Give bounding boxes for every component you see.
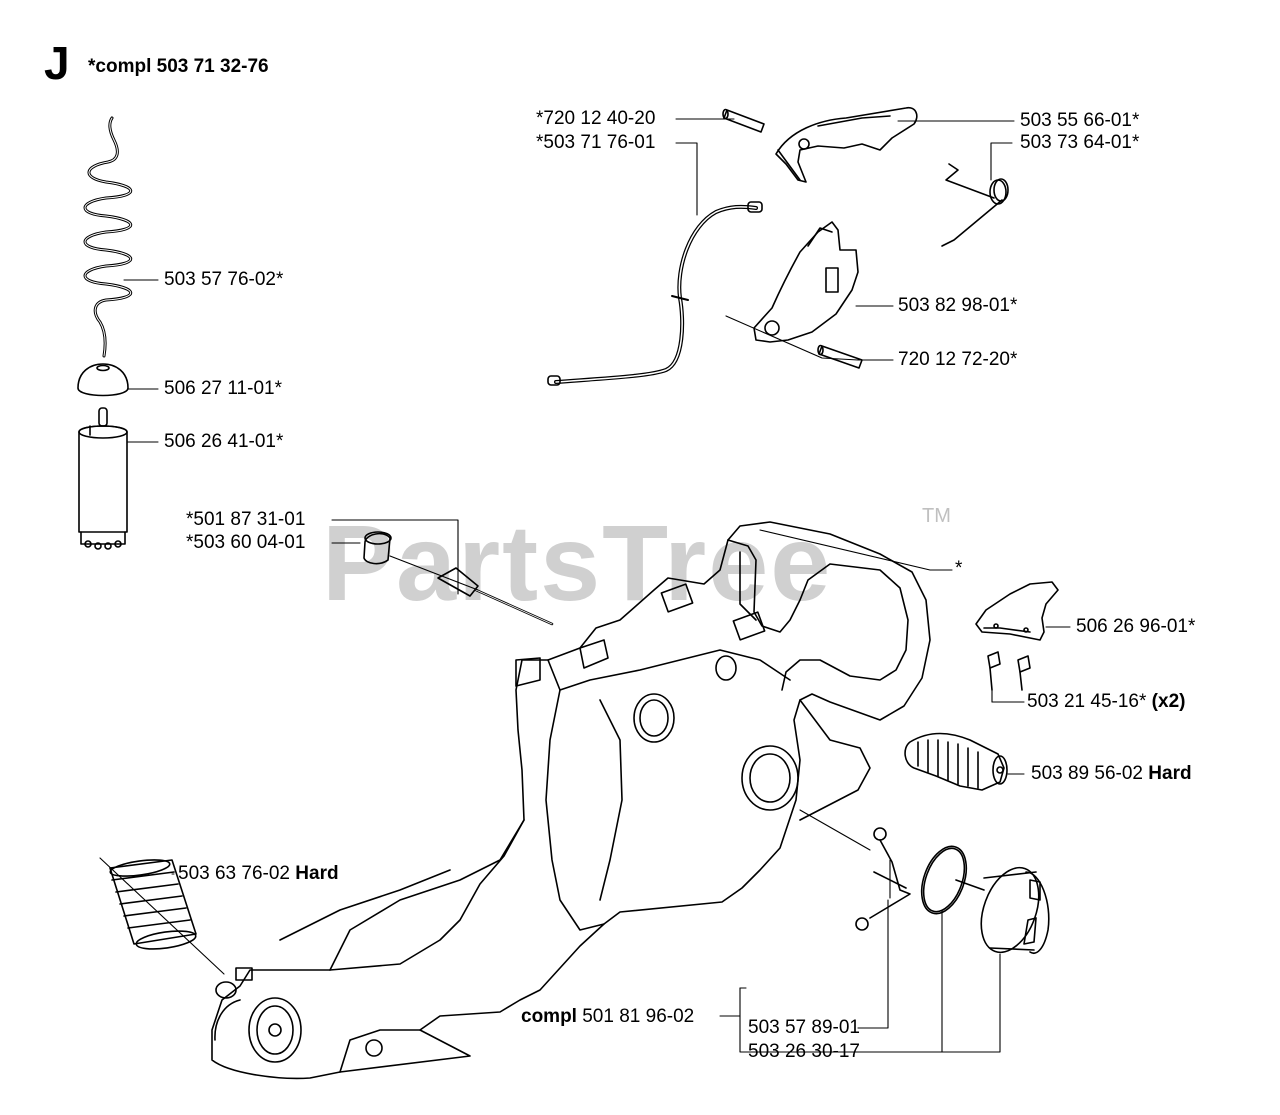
wire-clip-drawing	[855, 827, 911, 931]
label-throttle-trigger: 503 55 66-01*	[1020, 110, 1140, 131]
fuel-tank-handle-drawing	[211, 521, 931, 1080]
label-screws-number: 503 21 45-16*	[1027, 691, 1147, 712]
pickup-rod-drawing	[437, 567, 554, 626]
filter-cap-drawing	[77, 363, 129, 397]
label-cable: *503 71 76-01	[536, 132, 656, 153]
label-av-right-number: 503 89 56-02	[1031, 763, 1143, 784]
section-title: *compl 503 71 32-76	[88, 56, 269, 77]
torsion-spring-drawing	[941, 163, 1009, 247]
fuel-filter-drawing	[78, 407, 128, 550]
leader-lines	[99, 118, 1071, 1053]
label-spiral-hose: 503 57 76-02*	[164, 269, 284, 290]
label-pin-mid: 720 12 72-20*	[898, 349, 1018, 370]
label-wire-clip: 503 57 89-01	[748, 1017, 860, 1038]
label-av-left-number: 503 63 76-02	[178, 863, 290, 884]
label-guard-plate: 506 26 96-01*	[1076, 616, 1196, 637]
label-av-right: 503 89 56-02 Hard	[1031, 763, 1192, 785]
label-av-left-note: Hard	[295, 863, 339, 884]
label-compl-number: 501 81 96-02	[582, 1006, 695, 1027]
label-grommet-b: *503 60 04-01	[186, 532, 306, 553]
section-letter: J	[44, 37, 70, 89]
throttle-lockout-drawing	[753, 221, 859, 343]
pin-top-drawing	[722, 108, 765, 133]
guard-plate-drawing	[975, 581, 1059, 641]
label-av-right-note: Hard	[1148, 763, 1192, 784]
o-ring-drawing	[920, 845, 968, 915]
oil-cap-drawing	[955, 866, 1050, 954]
pin-mid-drawing	[817, 344, 863, 369]
label-pin-top: *720 12 40-20	[536, 108, 656, 129]
spiral-hose-drawing	[83, 116, 133, 358]
trademark-mark: TM	[922, 505, 951, 527]
label-screws-qty: (x2)	[1151, 691, 1186, 712]
av-spring-right-drawing	[904, 732, 1008, 791]
label-grommet-a: *501 87 31-01	[186, 509, 306, 530]
grommet-drawing	[363, 531, 392, 565]
label-o-ring: 503 26 30-17	[748, 1041, 860, 1062]
label-av-left: 503 63 76-02 Hard	[178, 863, 339, 885]
label-compl-kit: compl 501 81 96-02	[521, 1006, 694, 1028]
throttle-cable-drawing	[547, 201, 763, 386]
label-screws: 503 21 45-16* (x2)	[1027, 691, 1185, 713]
av-spring-left-drawing	[109, 859, 197, 950]
label-compl-prefix: compl	[521, 1006, 577, 1027]
label-filter-cap: 506 27 11-01*	[164, 378, 282, 399]
label-fuel-filter: 506 26 41-01*	[164, 431, 284, 452]
label-tank: *	[955, 558, 963, 579]
screws-drawing	[987, 651, 1031, 691]
throttle-trigger-drawing	[775, 106, 918, 183]
label-spring: 503 73 64-01*	[1020, 132, 1140, 153]
label-lockout: 503 82 98-01*	[898, 295, 1018, 316]
